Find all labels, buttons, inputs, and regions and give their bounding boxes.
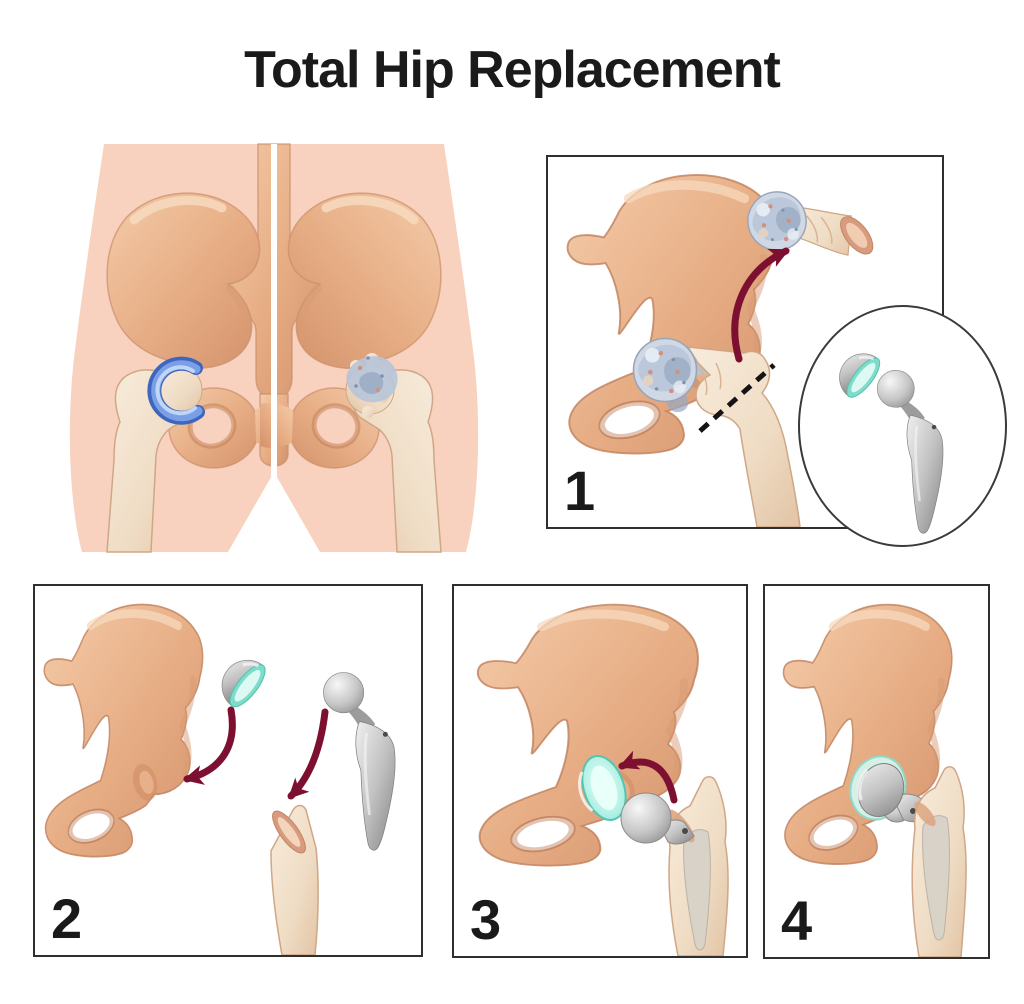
curved-arrow-icon [618, 750, 678, 804]
femur-with-implant [620, 776, 729, 956]
curved-arrow-icon [287, 708, 329, 800]
panel-step-1: 1 [546, 155, 1007, 547]
acetabular-cup-implant [828, 342, 887, 404]
curved-arrow-icon [731, 247, 790, 363]
step-number-3: 3 [470, 888, 502, 951]
panel-step-4: 4 [763, 584, 990, 959]
hip-bone [44, 605, 202, 857]
damaged-femoral-head [632, 337, 698, 403]
implant-inset-oval [798, 305, 1007, 547]
step-number-1: 1 [564, 459, 596, 522]
panel-step-3: 3 [452, 584, 748, 958]
removed-femoral-head [742, 186, 874, 256]
step-4-illustration [765, 586, 967, 957]
midline-divider [271, 144, 277, 470]
step-number-4: 4 [781, 889, 813, 952]
step-2-illustration [35, 586, 397, 955]
dashed-cut-line [698, 363, 776, 433]
page-title: Total Hip Replacement [244, 41, 781, 99]
curved-arrow-icon [183, 706, 236, 785]
groin-gap [228, 472, 320, 552]
femoral-stem-implant [322, 671, 397, 852]
panel-step-2: 2 [33, 584, 423, 957]
step-3-illustration [454, 586, 729, 956]
damaged-hip-joint [346, 353, 398, 418]
implant-ball-head [620, 792, 672, 844]
step-number-2: 2 [51, 887, 83, 950]
healthy-hip-joint [147, 356, 205, 425]
femoral-stem-implant [876, 369, 945, 535]
femur-damaged [632, 337, 801, 527]
acetabular-cup-implant [210, 648, 273, 714]
femur-with-implant [911, 766, 967, 957]
implanted-cup-liner [578, 755, 627, 821]
step-1-illustration [548, 157, 874, 527]
cut-femur [270, 804, 319, 955]
pelvis-overview-illustration [69, 143, 479, 553]
iliac-wings [106, 192, 442, 369]
pelvis-overview [30, 128, 520, 553]
